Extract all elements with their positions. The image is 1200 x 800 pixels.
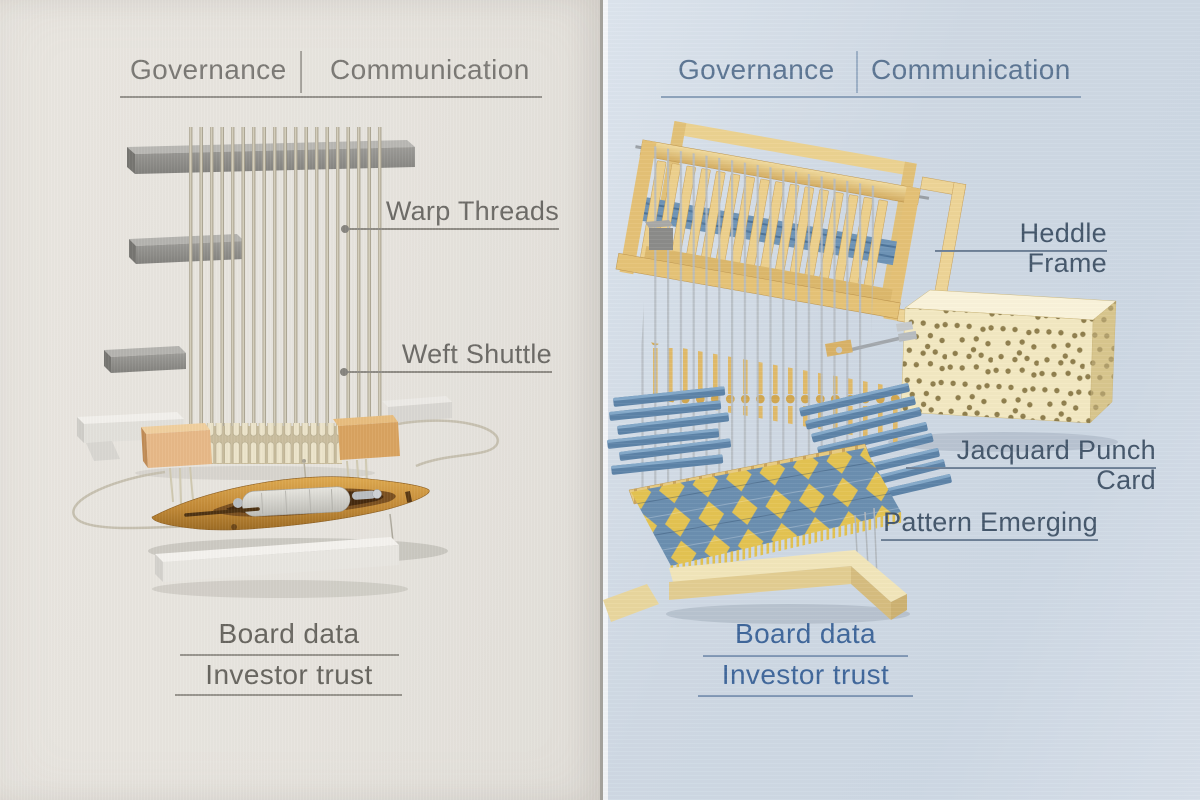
punch-card-label: Jacquard Punch Card (956, 435, 1156, 495)
side-bar-middle (104, 346, 186, 373)
left-investor-trust-underline (175, 694, 402, 696)
thread-bobbin (241, 486, 351, 517)
gray-block (645, 220, 673, 250)
left-header-separator (300, 51, 302, 93)
jacquard-loom-illustration (603, 121, 1118, 624)
jacquard-loom-panel: Governance Communication Heddle Frame Ja… (600, 0, 1200, 800)
weft-shuttle-callout: Weft Shuttle (340, 339, 552, 376)
weft-shuttle (151, 476, 430, 531)
left-board-data-underline (180, 654, 399, 656)
punch-card-rod (825, 336, 902, 357)
callout-dot (340, 368, 348, 376)
right-board-data-underline (703, 655, 908, 657)
bottom-bar (155, 537, 399, 582)
warp-threads-callout: Warp Threads (341, 196, 559, 233)
corner-beam-fragment (603, 584, 659, 622)
right-header-communication: Communication (871, 54, 1071, 85)
bottom-l-beam (669, 550, 907, 620)
right-shadows (666, 432, 1118, 624)
right-board-data-label: Board data (735, 618, 876, 649)
pattern-fabric (628, 443, 904, 591)
simple-loom-illustration (72, 127, 500, 598)
warp-threads-group (184, 127, 385, 455)
weft-thread-right (397, 419, 500, 468)
right-investor-trust-label: Investor trust (721, 659, 890, 690)
pattern-emerging-label: Pattern Emerging (883, 507, 1098, 537)
right-header-governance: Governance (678, 54, 835, 85)
pattern-emerging-callout: Pattern Emerging (881, 507, 1098, 541)
heddle-frame-callout: Heddle Frame (935, 218, 1107, 278)
punch-card-callout: Jacquard Punch Card (906, 435, 1156, 495)
callout-dot (341, 225, 349, 233)
left-header-underline (120, 96, 542, 98)
right-investor-trust-underline (698, 695, 913, 697)
right-header-underline (661, 96, 1081, 98)
jacquard-punch-card (896, 289, 1117, 424)
left-investor-trust-label: Investor trust (205, 659, 373, 690)
weft-shuttle-label: Weft Shuttle (401, 339, 552, 369)
left-board-data-label: Board data (218, 618, 360, 649)
warp-threads-label: Warp Threads (385, 196, 559, 226)
right-small-bar (382, 396, 452, 423)
right-header-separator (856, 51, 858, 93)
left-header-communication: Communication (330, 54, 530, 85)
weaving-beam (141, 415, 400, 468)
simple-loom-panel: Governance Communication Warp Threads We… (0, 0, 600, 800)
left-header-governance: Governance (130, 54, 287, 85)
heddle-frame-label: Heddle Frame (1019, 218, 1107, 278)
